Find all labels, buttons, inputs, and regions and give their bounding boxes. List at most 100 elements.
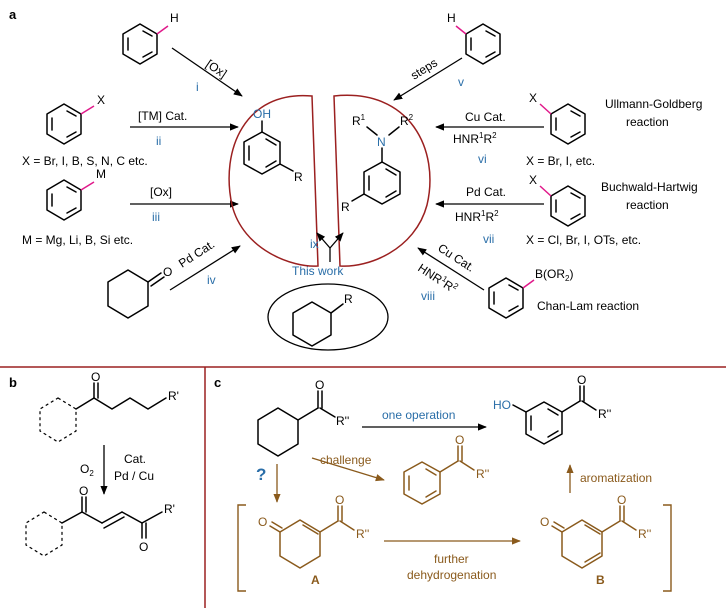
num-iv: iv: [207, 273, 216, 287]
atom-o-c2: O: [577, 373, 586, 387]
atom-ho: HO: [493, 398, 511, 412]
atom-h: H: [170, 11, 179, 25]
cond-iv: Pd Cat.: [176, 237, 217, 271]
atom-o-b2: O: [79, 484, 88, 498]
note-ii: X = Br, I, B, S, N, C etc.: [22, 154, 148, 168]
name-vi-1: Ullmann-Goldberg: [605, 97, 702, 111]
cond-b-pdcu: Pd / Cu: [114, 469, 154, 483]
r1-label: R1: [352, 113, 366, 128]
aryl-x-vii: X: [529, 173, 586, 227]
atom-m: M: [96, 167, 106, 181]
arrow-v: [393, 57, 463, 101]
this-work-frame: [267, 283, 389, 351]
benzene-v: H: [447, 11, 501, 65]
ketone-substrate-b: O R': [39, 370, 179, 443]
panel-b-label: b: [9, 375, 17, 390]
r-prime-b2: R': [164, 502, 175, 516]
num-i: i: [196, 80, 199, 94]
amine-vi: HNR1R2: [453, 131, 497, 146]
name-vii-1: Buchwald-Hartwig: [601, 180, 698, 194]
atom-oh: OH: [253, 107, 271, 121]
aryl-x-vi: X: [529, 91, 586, 145]
cond-i: [Ox]: [203, 57, 229, 81]
panel-a-label: a: [9, 7, 17, 22]
phenol-frame: [228, 94, 319, 267]
arrow-i: [171, 47, 243, 97]
further-label: further: [434, 552, 469, 566]
cyclohexyl-ketone-c: O R'': [257, 378, 349, 457]
this-work-arrows: [316, 232, 344, 262]
amine-vii: HNR1R2: [455, 209, 499, 224]
r-dprime-c3: R'': [476, 467, 489, 481]
panel-c-label: c: [214, 375, 221, 390]
bracket-left: [237, 504, 246, 592]
this-work-label: This work: [292, 264, 344, 278]
cond-viii: Cu Cat.: [435, 241, 477, 275]
arrow-iv: [169, 245, 241, 291]
cond-iii: [Ox]: [150, 185, 172, 199]
atom-r-aniline: R: [341, 200, 350, 214]
cond-vi: Cu Cat.: [465, 110, 506, 124]
name-viii: Chan-Lam reaction: [537, 299, 639, 313]
atom-o: O: [163, 265, 172, 279]
atom-r: R: [294, 170, 303, 184]
cond-vii: Pd Cat.: [466, 185, 506, 199]
atom-h-v: H: [447, 11, 456, 25]
hydroxy-aryl-ketone: HO O R'': [493, 373, 611, 445]
intermediate-b: O O R'' B: [540, 493, 651, 587]
num-viii: viii: [421, 289, 435, 303]
aryl-ketone-challenge: O R'': [403, 433, 489, 505]
aniline: N R1 R2 R: [341, 113, 414, 214]
aryl-x-ii: X: [46, 93, 105, 145]
atom-o-b-int2: O: [617, 493, 626, 507]
r-dprime-b-int: R'': [638, 527, 651, 541]
atom-r-cyclohexane: R: [344, 292, 353, 306]
enedione-product-b: O O R': [25, 484, 175, 557]
note-iii: M = Mg, Li, B, Si etc.: [22, 233, 133, 247]
benzene-i: H: [122, 11, 179, 65]
one-operation-label: one operation: [382, 408, 455, 422]
note-vi: X = Br, I, etc.: [526, 154, 595, 168]
atom-o-b1: O: [91, 370, 100, 384]
r-prime-b1: R': [168, 389, 179, 403]
intermediate-a: O O R'' A: [258, 493, 369, 587]
num-v: v: [458, 75, 464, 89]
name-vi-2: reaction: [626, 115, 669, 129]
atom-o-b3: O: [139, 540, 148, 554]
num-vi: vi: [478, 152, 487, 166]
substituted-cyclohexane: R: [292, 292, 353, 347]
aryl-boronate-viii: B(OR2): [488, 267, 573, 319]
aryl-m-iii: M: [46, 167, 106, 221]
atom-x-vi: X: [529, 91, 537, 105]
num-ii: ii: [156, 134, 161, 148]
r-dprime-c2: R'': [598, 407, 611, 421]
phenol: OH R: [243, 107, 303, 184]
question-mark: ?: [256, 465, 266, 484]
boronate-label: B(OR2): [535, 267, 573, 283]
atom-o-a1: O: [258, 515, 267, 529]
num-vii: vii: [483, 232, 494, 246]
arrow-challenge: [311, 457, 385, 482]
label-a: A: [311, 573, 320, 587]
oxidant-b: O2: [80, 462, 94, 478]
bracket-right: [663, 504, 672, 592]
challenge-label: challenge: [320, 453, 372, 467]
num-ix: ix: [310, 237, 319, 251]
atom-n: N: [377, 135, 386, 149]
name-vii-2: reaction: [626, 198, 669, 212]
atom-o-c3: O: [455, 433, 464, 447]
r-dprime-a: R'': [356, 527, 369, 541]
arrow-viii: [417, 247, 485, 291]
dehydrogenation-label: dehydrogenation: [407, 568, 496, 582]
cond-b-cat: Cat.: [124, 452, 146, 466]
atom-x: X: [97, 93, 105, 107]
atom-o-c1: O: [315, 378, 324, 392]
r-dprime-c1: R'': [336, 414, 349, 428]
cond-v: steps: [408, 55, 440, 82]
r2-label: R2: [400, 113, 414, 128]
label-b: B: [596, 573, 605, 587]
note-vii: X = Cl, Br, I, OTs, etc.: [526, 233, 641, 247]
cond-ii: [TM] Cat.: [138, 109, 187, 123]
cyclohexanone-iv: O: [107, 265, 172, 319]
